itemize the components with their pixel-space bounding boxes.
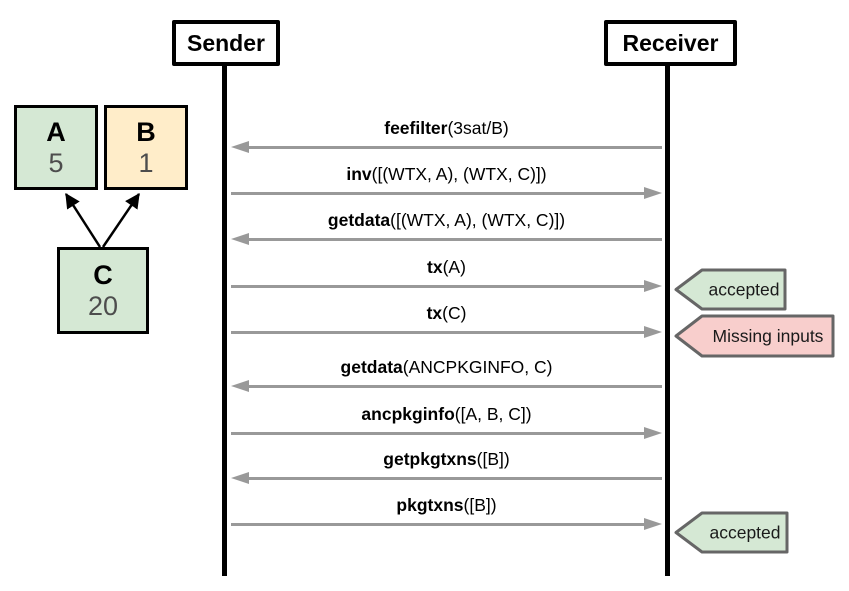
tx-graph-edges [64, 192, 141, 248]
message-name: getdata [340, 357, 403, 377]
message-name: pkgtxns [396, 495, 464, 515]
message-args: (3sat/B) [447, 118, 509, 138]
arrow-left-icon [231, 141, 662, 154]
arrow-left-icon [231, 233, 662, 246]
tx-node-c-label: C [93, 259, 113, 290]
message-name: tx [426, 303, 443, 323]
badge-label: Missing inputs [713, 326, 824, 346]
message-label: tx(A) [231, 257, 662, 277]
tx-node-b: B 1 [104, 105, 188, 190]
message-label: getdata([(WTX, A), (WTX, C)]) [231, 210, 662, 230]
message-args: ([(WTX, A), (WTX, C)]) [390, 210, 566, 230]
message-inv: inv([(WTX, A), (WTX, C)]) [231, 164, 662, 200]
message-args: ([B]) [476, 449, 510, 469]
message-label: ancpkginfo([A, B, C]) [231, 404, 662, 424]
badge-shape [674, 314, 835, 358]
arrow-right-icon [231, 518, 662, 531]
message-name: getpkgtxns [383, 449, 477, 469]
message-getdata-ancpkginfo: getdata(ANCPKGINFO, C) [231, 357, 662, 393]
message-pkgtxns: pkgtxns([B]) [231, 495, 662, 531]
actor-receiver: Receiver [604, 20, 737, 66]
message-args: ([A, B, C]) [454, 404, 532, 424]
message-getpkgtxns: getpkgtxns([B]) [231, 449, 662, 485]
tx-node-b-label: B [136, 116, 156, 147]
message-args: (C) [442, 303, 467, 323]
tx-node-c-value: 20 [87, 290, 119, 321]
sender-lifeline [222, 64, 227, 576]
tx-node-a-label: A [46, 116, 66, 147]
tx-node-c: C 20 [57, 247, 149, 334]
arrow-left-icon [231, 472, 662, 485]
badge-missing-inputs: Missing inputs [674, 314, 835, 358]
badge-label: accepted [708, 280, 779, 300]
edge-c-to-a [64, 192, 102, 248]
message-label: getpkgtxns([B]) [231, 449, 662, 469]
edge-c-to-b [101, 192, 141, 248]
message-feefilter: feefilter(3sat/B) [231, 118, 662, 154]
message-label: feefilter(3sat/B) [231, 118, 662, 138]
arrow-right-icon [231, 326, 662, 339]
tx-node-a: A 5 [14, 105, 98, 190]
message-name: getdata [327, 210, 391, 230]
message-name: feefilter [384, 118, 448, 138]
message-args: ([(WTX, A), (WTX, C)]) [371, 164, 547, 184]
message-label: tx(C) [231, 303, 662, 323]
arrow-right-icon [231, 280, 662, 293]
tx-node-b-value: 1 [138, 147, 154, 178]
badge-shape [674, 268, 787, 311]
message-getdata-wtx: getdata([(WTX, A), (WTX, C)]) [231, 210, 662, 246]
badge-accepted-tx-a: accepted [674, 268, 787, 311]
message-name: ancpkginfo [361, 404, 455, 424]
receiver-lifeline [665, 64, 670, 576]
message-args: ([B]) [463, 495, 497, 515]
message-tx-a: tx(A) [231, 257, 662, 293]
message-tx-c: tx(C) [231, 303, 662, 339]
actor-sender: Sender [172, 20, 280, 66]
badge-shape [674, 511, 789, 554]
message-label: inv([(WTX, A), (WTX, C)]) [231, 164, 662, 184]
tx-node-a-value: 5 [48, 147, 64, 178]
message-ancpkginfo: ancpkginfo([A, B, C]) [231, 404, 662, 440]
message-label: pkgtxns([B]) [231, 495, 662, 515]
badge-label: accepted [709, 523, 780, 543]
message-name: tx [427, 257, 443, 277]
badge-accepted-pkgtxns: accepted [674, 511, 789, 554]
arrow-right-icon [231, 427, 662, 440]
message-name: inv [346, 164, 372, 184]
message-args: (ANCPKGINFO, C) [402, 357, 553, 377]
message-label: getdata(ANCPKGINFO, C) [231, 357, 662, 377]
arrow-left-icon [231, 380, 662, 393]
message-args: (A) [442, 257, 466, 277]
arrow-right-icon [231, 187, 662, 200]
